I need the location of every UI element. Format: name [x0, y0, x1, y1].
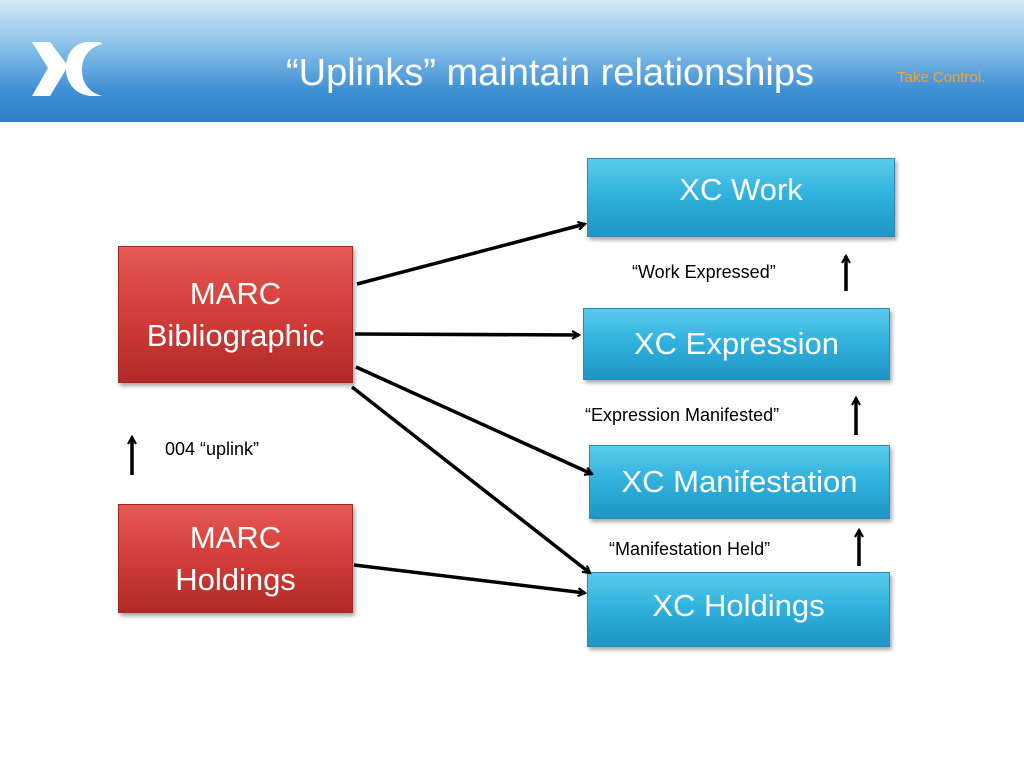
xc-logo-icon: [32, 42, 102, 96]
arrow-bib-to-holdings: [350, 385, 590, 575]
work-expressed-label: “Work Expressed”: [632, 262, 776, 282]
arrow-bib-to-work: [356, 224, 585, 286]
xc-expression-box: XC Expression: [583, 308, 890, 380]
expression-manifested-label: “Expression Manifested”: [585, 405, 780, 425]
marc-bibliographic-box: MARC Bibliographic: [118, 246, 353, 383]
xc-expression-label: XC Expression: [633, 326, 840, 362]
uplink-label: 004 “uplink”: [165, 439, 260, 459]
xc-manifestation-label: XC Manifestation: [621, 464, 858, 500]
arrow-holdings-to-xc-holdings: [353, 563, 585, 593]
marc-holdings-box: MARC Holdings: [118, 504, 353, 613]
marc-holdings-label: MARC Holdings: [175, 519, 296, 597]
xc-work-label: XC Work: [679, 172, 803, 207]
manifestation-held-label: “Manifestation Held”: [609, 539, 771, 559]
slide-header: “Uplinks” maintain relationships Take Co…: [0, 0, 1024, 122]
tagline: Take Control.: [897, 69, 986, 86]
xc-work-box: XC Work: [587, 158, 895, 237]
arrow-bib-to-expression: [354, 334, 579, 335]
xc-holdings-box: XC Holdings: [587, 572, 890, 647]
slide-title: “Uplinks” maintain relationships: [286, 52, 814, 94]
xc-manifestation-box: XC Manifestation: [589, 445, 890, 519]
xc-holdings-label: XC Holdings: [652, 588, 825, 623]
arrow-bib-to-manifestation: [355, 365, 592, 474]
marc-bibliographic-label: MARC Bibliographic: [146, 275, 325, 353]
